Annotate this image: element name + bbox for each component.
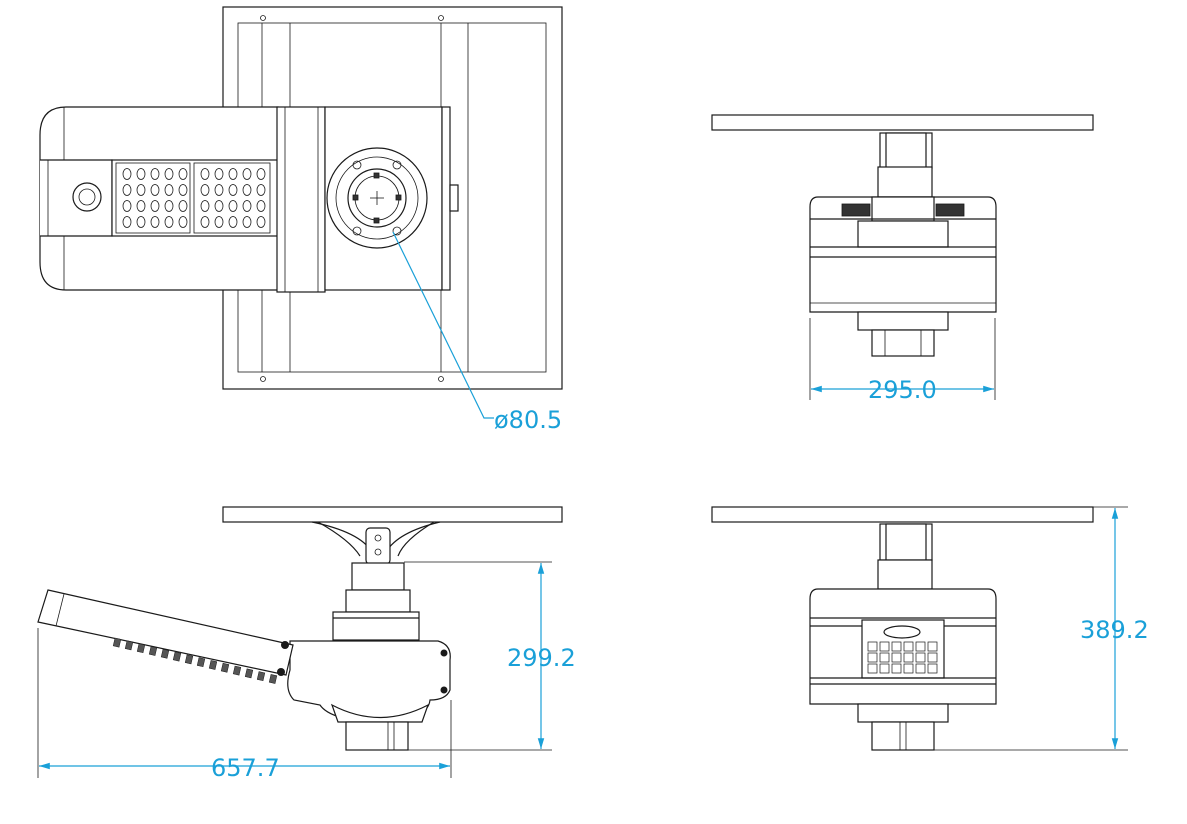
led-cell (256, 216, 266, 228)
led-cell (122, 184, 132, 196)
led-cell (200, 168, 210, 180)
top-view: ø80.5 (39, 6, 563, 434)
led-cell (164, 184, 174, 196)
rear-led-cell (891, 663, 902, 674)
led-cell (122, 216, 132, 228)
front-solar-panel (711, 114, 1094, 131)
rear-led-cell (903, 652, 914, 663)
rear-led-cell (927, 652, 938, 663)
led-cell (242, 184, 252, 196)
side-led-cell (220, 662, 230, 673)
flange-outer (326, 147, 428, 249)
rear-led-cell (891, 641, 902, 652)
side-view: 299.2 657.7 (37, 506, 576, 782)
side-led-cell (136, 643, 146, 654)
rear-led-cell (879, 641, 890, 652)
led-cell (178, 168, 188, 180)
led-cell (214, 168, 224, 180)
led-cell (228, 168, 238, 180)
led-cell (122, 168, 132, 180)
led-cell (136, 216, 146, 228)
led-cell (178, 200, 188, 212)
overall-height-label: 389.2 (1080, 616, 1149, 644)
led-cell (150, 200, 160, 212)
side-led-cell (184, 654, 194, 665)
led-cell (242, 168, 252, 180)
led-cell (136, 200, 146, 212)
rear-led-cell (867, 663, 878, 674)
top-controller-box (324, 106, 443, 291)
led-cell (150, 168, 160, 180)
side-led-cell (148, 646, 158, 656)
rear-led-cell (867, 641, 878, 652)
front-width-label: 295.0 (868, 376, 937, 404)
side-led-cell (160, 648, 170, 659)
rear-led-cell (903, 641, 914, 652)
led-cell (200, 200, 210, 212)
rear-solar-panel (711, 506, 1094, 523)
rear-led-cell (915, 652, 926, 663)
side-led-cell (172, 651, 182, 662)
side-height-label: 299.2 (507, 644, 576, 672)
rear-led-array (867, 641, 938, 674)
led-cell (200, 184, 210, 196)
front-view: 295.0 (711, 114, 1094, 404)
side-solar-panel (222, 506, 563, 523)
led-cell (242, 216, 252, 228)
led-cell (214, 200, 224, 212)
led-cell (164, 168, 174, 180)
rear-led-cell (879, 663, 890, 674)
led-cell (150, 184, 160, 196)
side-led-array (112, 637, 278, 684)
led-cell (256, 200, 266, 212)
side-led-cell (268, 674, 278, 684)
side-led-cell (244, 668, 254, 679)
front-lamp-body (809, 196, 997, 313)
rear-led-cell (903, 663, 914, 674)
side-led-cell (112, 637, 122, 648)
rear-led-cell (927, 641, 938, 652)
led-cell (214, 184, 224, 196)
side-lamp-head (37, 589, 294, 676)
rear-led-cell (867, 652, 878, 663)
top-led-array (122, 168, 266, 228)
side-led-cell (232, 665, 242, 676)
side-led-cell (256, 671, 266, 682)
led-cell (214, 216, 224, 228)
led-cell (122, 200, 132, 212)
led-cell (136, 168, 146, 180)
rear-led-cell (915, 663, 926, 674)
led-cell (178, 184, 188, 196)
led-cell (256, 168, 266, 180)
rear-led-cell (879, 652, 890, 663)
rear-led-cell (891, 652, 902, 663)
rear-led-cell (915, 641, 926, 652)
led-cell (228, 216, 238, 228)
led-cell (164, 216, 174, 228)
led-cell (150, 216, 160, 228)
led-cell (164, 200, 174, 212)
side-led-cell (208, 660, 218, 670)
led-cell (242, 200, 252, 212)
led-cell (228, 184, 238, 196)
led-cell (178, 216, 188, 228)
led-cell (200, 216, 210, 228)
rear-led-cell (927, 663, 938, 674)
flange-diameter-label: ø80.5 (494, 406, 562, 434)
rear-view: 389.2 (711, 506, 1149, 751)
led-cell (228, 200, 238, 212)
side-led-cell (124, 640, 134, 651)
sensor-icon (72, 182, 102, 212)
led-cell (136, 184, 146, 196)
side-led-cell (196, 657, 206, 668)
side-length-label: 657.7 (211, 754, 280, 782)
led-cell (256, 184, 266, 196)
top-led-module (111, 159, 279, 237)
